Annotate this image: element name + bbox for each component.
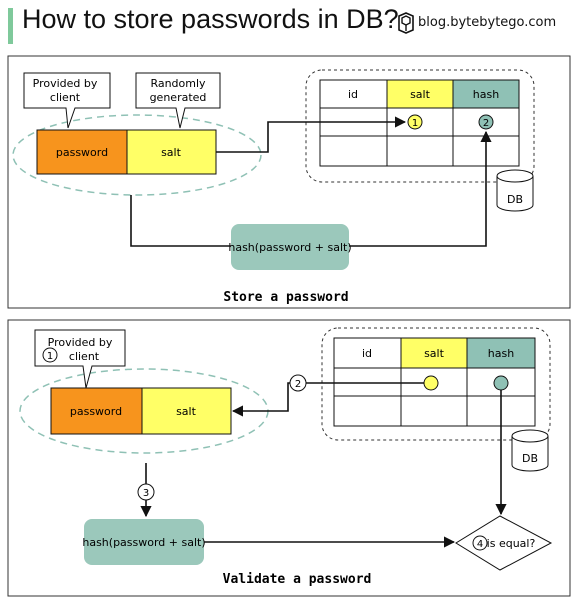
store-db-cylinder-icon: DB	[496, 169, 534, 212]
store-db-container	[305, 69, 535, 183]
validate-compare-diamond	[455, 515, 553, 571]
validate-db-container	[321, 327, 551, 441]
store-note-client-line1: Provided by	[33, 77, 98, 90]
store-col-hash: hash	[473, 88, 499, 101]
validate-db-label: DB	[522, 452, 538, 465]
validate-col-hash: hash	[488, 347, 514, 360]
validate-step-3-marker: 3	[137, 483, 155, 501]
svg-text:2: 2	[295, 379, 301, 390]
svg-text:3: 3	[143, 488, 149, 499]
store-note-client-line2: client	[50, 91, 81, 104]
store-arrow-salt-to-table	[216, 116, 407, 153]
validate-password-label: password	[70, 405, 122, 418]
store-col-salt: salt	[410, 88, 431, 101]
bytebytego-logo-icon	[398, 12, 414, 34]
validate-step-1-marker: 1	[42, 347, 58, 363]
validate-panel: Provided by 1 client password salt id sa…	[7, 319, 571, 597]
validate-hash-label: hash(password + salt)	[82, 536, 205, 549]
validate-step-4-marker: 4	[472, 535, 488, 551]
svg-text:1: 1	[412, 118, 418, 129]
store-db-table: id salt hash	[319, 79, 520, 167]
validate-note-line2: client	[69, 350, 100, 363]
store-panel: Provided by client Randomly generated pa…	[7, 55, 571, 309]
store-note-client: Provided by client	[23, 72, 111, 129]
validate-salt-box	[141, 387, 232, 435]
store-marker-salt: 1	[407, 114, 423, 130]
store-password-label: password	[56, 146, 108, 159]
store-input-ellipse	[12, 114, 262, 196]
validate-salt-label: salt	[176, 405, 197, 418]
validate-caption: Validate a password	[223, 572, 372, 587]
validate-hash-box	[84, 519, 204, 565]
store-arrow-hash-to-table	[349, 130, 492, 247]
store-marker-hash: 2	[478, 114, 494, 130]
store-note-random: Randomly generated	[135, 72, 221, 129]
validate-note-client: Provided by 1 client	[34, 329, 126, 389]
validate-arrow-fetch-salt	[231, 382, 424, 417]
validate-col-id: id	[362, 347, 372, 360]
validate-salt-dot	[423, 375, 439, 391]
validate-col-salt: salt	[424, 347, 445, 360]
validate-compare-label: is equal?	[487, 537, 536, 550]
store-note-random-line1: Randomly	[150, 77, 206, 90]
store-col-id: id	[348, 88, 358, 101]
store-line-to-hash	[130, 195, 231, 247]
svg-text:4: 4	[477, 539, 483, 550]
title-accent-bar	[8, 8, 13, 44]
page-title: How to store passwords in DB?	[22, 4, 399, 34]
validate-note-line1: Provided by	[48, 336, 113, 349]
validate-step-2-marker: 2	[289, 374, 307, 392]
svg-text:1: 1	[47, 351, 53, 362]
validate-db-cylinder-icon: DB	[511, 429, 549, 472]
brand-url: blog.bytebytego.com	[418, 15, 557, 30]
store-note-random-line2: generated	[150, 91, 207, 104]
store-caption: Store a password	[223, 290, 348, 305]
validate-hash-dot	[493, 375, 509, 391]
store-salt-label: salt	[161, 146, 182, 159]
svg-text:2: 2	[483, 118, 489, 129]
store-hash-label: hash(password + salt)	[228, 241, 351, 254]
store-db-label: DB	[507, 193, 523, 206]
validate-password-box	[50, 387, 143, 435]
store-hash-box	[231, 224, 349, 270]
